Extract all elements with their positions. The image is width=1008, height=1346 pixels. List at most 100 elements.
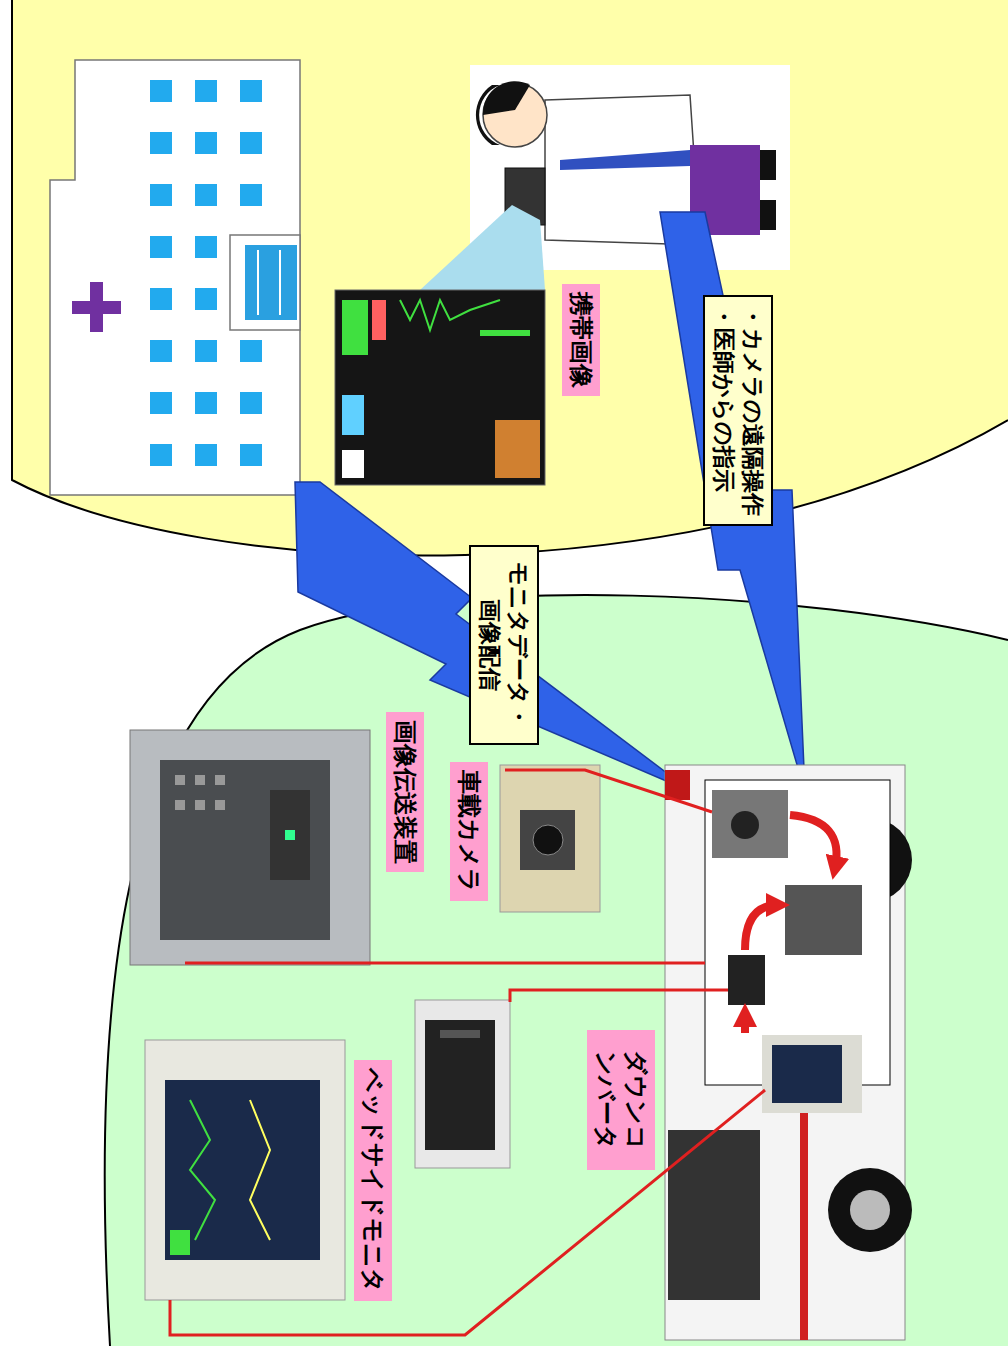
hospital-building-part (150, 340, 172, 362)
camera-photo-part (520, 810, 575, 870)
bedside-monitor-photo-part (145, 1040, 345, 1300)
phone-screen-photo-part (342, 300, 368, 355)
transfer-device-photo-part (270, 790, 310, 880)
red-wire-part (170, 1090, 765, 1335)
red-wire-part (185, 962, 705, 965)
hospital-building (50, 60, 300, 495)
bedside-monitor-photo-part (190, 1100, 215, 1240)
hospital-building-part (150, 444, 172, 466)
phone-screen-photo-part (342, 395, 364, 435)
phone-screen-photo-part (480, 330, 530, 336)
hospital-building-part (240, 444, 262, 466)
label-text: 携帯画像 (566, 292, 596, 388)
label-text: 画像伝送装置 (390, 720, 420, 864)
hospital-building-part (195, 132, 217, 154)
hospital-building-part (150, 132, 172, 154)
ambulance-photo-part (731, 811, 759, 839)
phone-screen-photo-part (372, 300, 386, 340)
caption-tag: 携帯画像 (562, 284, 600, 396)
downconverter-photo (415, 1000, 510, 1168)
flow-label-box: モニタデータ・ 画像配信 (470, 545, 540, 745)
bedside-monitor-photo (145, 1040, 345, 1300)
yellow-region-part (12, 0, 1008, 556)
ambulance-photo-part (828, 1168, 912, 1252)
camera-photo (500, 765, 600, 912)
ambulance-photo-part (745, 905, 778, 950)
red-wire (170, 770, 765, 1335)
phone-screen-photo-part (335, 290, 545, 485)
bedside-monitor-photo-part (250, 1100, 270, 1240)
hospital-building-part (195, 236, 217, 258)
doctor-figure-part (760, 200, 776, 230)
caption-tag: ダウンコンバータ (587, 1030, 655, 1170)
camera-photo-part (533, 825, 563, 855)
hospital-building-part (240, 132, 262, 154)
doctor-figure-part (483, 81, 530, 115)
doctor-figure-part (560, 150, 690, 170)
ambulance-photo-part (785, 885, 862, 955)
red-wire-part (505, 770, 712, 812)
bedside-monitor-photo-part (165, 1080, 320, 1260)
hospital-building-part (150, 392, 172, 414)
transfer-device-photo-part (215, 775, 225, 785)
hospital-building-part (240, 392, 262, 414)
doctor-figure-part (760, 150, 776, 180)
hospital-building-part (240, 340, 262, 362)
camera-photo-part (500, 765, 600, 912)
ambulance-photo-part (712, 790, 788, 858)
hospital-building-part (195, 288, 217, 310)
ambulance-photo-part (800, 1090, 808, 1340)
phone-screen-photo-part (400, 300, 500, 330)
transfer-device-photo-part (215, 800, 225, 810)
yellow-region-part (12, 0, 1008, 556)
hospital-building-part (279, 250, 281, 315)
hospital-building-part (72, 301, 121, 314)
downconverter-photo-part (425, 1020, 495, 1150)
ambulance-photo-part (790, 815, 837, 868)
transfer-device-photo-part (175, 775, 185, 785)
phone-screen-photo (335, 290, 545, 485)
hospital-building-part (195, 340, 217, 362)
ambulance-photo-part (728, 955, 765, 1005)
label-text: ・医師からの指示 (710, 305, 739, 516)
ambulance-photo-part (741, 1015, 749, 1033)
flow-label-box: ・カメラの遠隔操作・医師からの指示 (704, 295, 774, 526)
yellow-region (12, 0, 1008, 556)
hospital-building-part (195, 80, 217, 102)
ambulance-photo-part (772, 1045, 842, 1103)
ambulance-photo-part (665, 770, 690, 800)
hospital-building-part (195, 184, 217, 206)
label-text: ・カメラの遠隔操作 (738, 305, 767, 516)
hospital-building-part (240, 80, 262, 102)
downconverter-photo-part (415, 1000, 510, 1168)
caption-tag: ベッドサイドモニタ (354, 1060, 392, 1301)
hospital-building-part (150, 236, 172, 258)
hospital-building-part (150, 184, 172, 206)
label-text: モニタデータ・ 画像配信 (476, 555, 534, 735)
transfer-device-photo-part (195, 775, 205, 785)
hospital-building-part (257, 250, 259, 315)
hospital-building-part (150, 80, 172, 102)
ambulance-photo-part (850, 1190, 890, 1230)
downconverter-photo-part (440, 1030, 480, 1038)
phone-screen-photo-part (342, 450, 364, 478)
transfer-device-photo-part (175, 800, 185, 810)
transfer-device-photo-part (130, 730, 370, 965)
bedside-monitor-photo-part (170, 1230, 190, 1255)
hospital-building-part (50, 60, 300, 495)
label-text: 車載カメラ (454, 770, 484, 893)
hospital-building-part (195, 444, 217, 466)
ambulance-photo-part (665, 765, 905, 1340)
caption-tag: 車載カメラ (450, 762, 488, 901)
red-wire-part (510, 990, 728, 1002)
hospital-building-part (230, 235, 300, 330)
hospital-building-part (245, 245, 297, 320)
radio-arrow (295, 212, 805, 792)
radio-arrow-part (660, 212, 805, 792)
hospital-building-part (150, 288, 172, 310)
doctor-figure-part (420, 205, 545, 290)
transfer-device-photo (130, 730, 370, 965)
phone-screen-photo-part (495, 420, 540, 478)
caption-tag: 画像伝送装置 (386, 712, 424, 872)
